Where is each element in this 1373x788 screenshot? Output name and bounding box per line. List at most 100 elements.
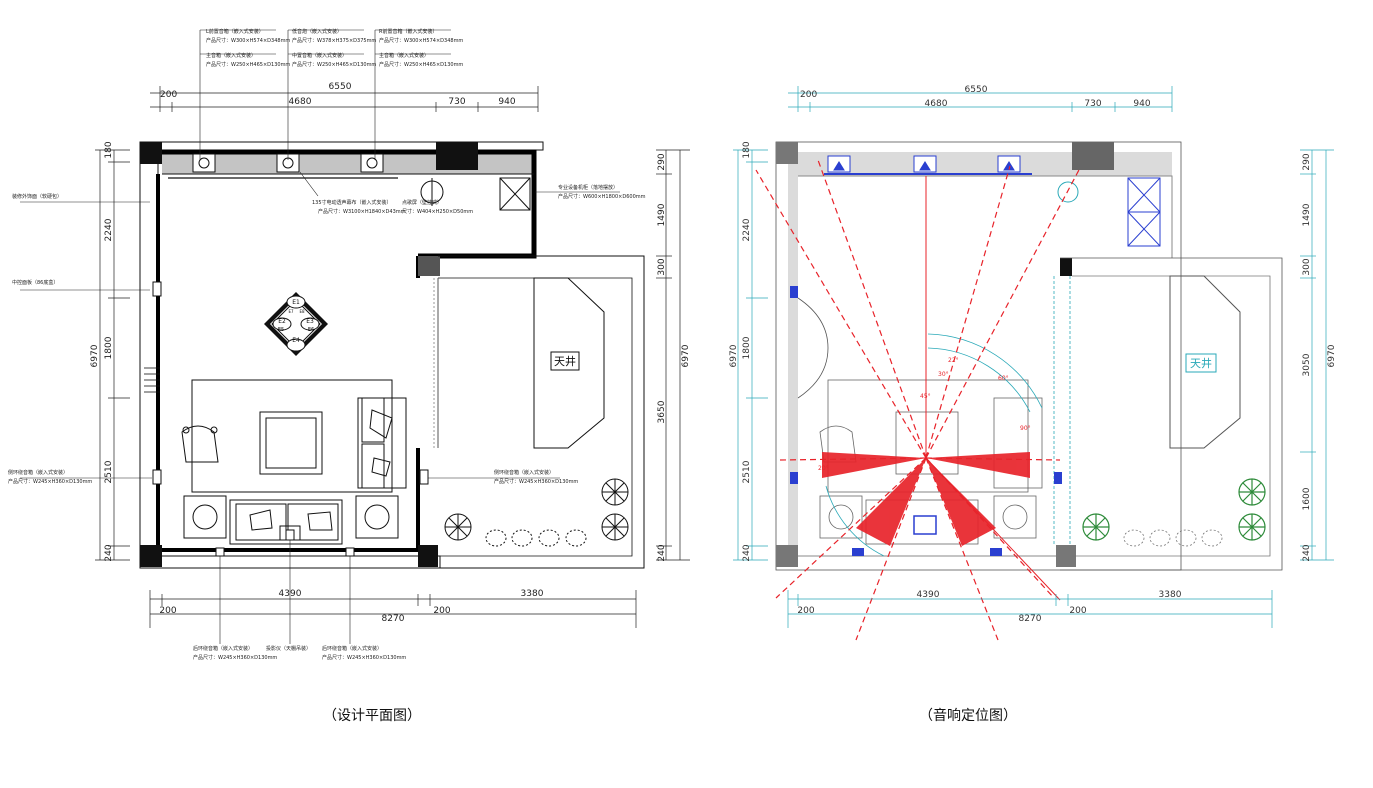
skylight-label: 天井 [554,354,576,368]
outdoor-plants-right [1082,478,1266,541]
angle-label-6: 90° [1020,425,1031,432]
ann-side-r-title: 侧环绕音箱（嵌入式安装） [494,469,554,476]
ann-r-front-size: 产品尺寸：W300×H574×D348mm [379,37,463,44]
ann-cabinet-title: 专业设备机柜（落地摆放） [558,184,618,191]
skylight-label-right: 天井 [1190,356,1212,370]
ann-l-front-size: 产品尺寸：W300×H574×D348mm [206,37,290,44]
ann-screen-size: 产品尺寸：W3100×H1840×D43mm [318,208,406,215]
dim-top-c: 730 [448,97,465,107]
ann-rear-r-size: 产品尺寸：W245×H360×D130mm [322,654,406,661]
ann-screen-title: 135寸电动透声幕布（嵌入式安装） [312,199,392,206]
seat-e5: E5 [278,327,284,333]
speaker-axes [755,159,1081,641]
right-dimensions-right [1300,149,1334,561]
ann-r-front-title: R前置音箱（嵌入式安装） [379,28,437,35]
seat-e2: E2 [278,318,286,325]
top-dimensions [150,86,539,112]
equipment-cabinet-right [1127,177,1161,247]
ann-rear-l-title: 后环绕音箱（嵌入式安装） [193,645,253,652]
touchscreen-symbol-right [1057,181,1079,203]
dim-top-total: 6550 [329,82,352,92]
dim-left-total: 6970 [90,344,100,367]
bottom-dimensions [149,590,637,628]
angle-label-1: 30° [938,371,949,378]
dim-right-c: 300 [657,258,667,275]
ann-side-r-size: 产品尺寸：W245×H360×D130mm [494,478,578,485]
dim-r-right-f: 240 [1302,544,1312,561]
dim-bottom-a: 200 [159,606,176,616]
dim-top-b: 4680 [289,97,312,107]
doors-right [797,297,829,399]
front-speakers-right [824,155,1032,175]
left-door [144,367,160,393]
bottom-dimensions-right [787,590,1273,628]
dim-top-a: 200 [160,90,177,100]
ann-side-l-title: 侧环绕音箱（嵌入式安装） [8,469,68,476]
dim-r-right-e: 1600 [1302,487,1312,510]
angle-label-4: 60° [998,375,1009,382]
ann-r-main-size: 产品尺寸：W250×H465×D130mm [379,61,463,68]
touchscreen-symbol [420,178,444,206]
right-dimensions [656,149,690,561]
caption-speaker-plan: （音响定位图） [919,707,1017,724]
equipment-cabinet [499,177,531,211]
annotation-leaders [20,29,620,644]
ann-touchscreen-size: 尺寸：W404×H250×D50mm [402,208,473,215]
dim-r-left-a: 180 [742,141,752,158]
dim-r-left-d: 2510 [742,460,752,483]
dim-r-bottom-a: 200 [797,606,814,616]
dim-r-top-a: 200 [800,90,817,100]
dim-left-b: 2240 [104,218,114,241]
stepping-stones-right [1123,529,1223,547]
dim-right-b: 1490 [657,203,667,226]
caption-design-plan: （设计平面图） [323,708,421,724]
ann-rear-r-title: 后环绕音箱（嵌入式安装） [322,645,382,652]
design-floor-plan: 6550 200 4680 730 940 [8,28,691,724]
side-wall-items [152,281,429,557]
dim-top-d: 940 [498,97,515,107]
seat-e7: E7 [288,309,294,314]
dim-r-bottom-d: 3380 [1159,590,1182,600]
seat-e6: E6 [308,327,314,333]
surround-speakers-right [790,286,1062,556]
seat-e1: E1 [292,299,300,306]
skylight: 天井 [533,277,605,449]
ann-center-size: 产品尺寸：W250×H465×D130mm [292,61,376,68]
outdoor-plants [444,478,629,547]
dim-r-left-c: 1800 [742,336,752,359]
top-dimensions-right [788,86,1173,112]
listening-arc [825,333,1043,557]
coverage-wedges [822,452,1030,546]
furniture [181,379,407,545]
dim-bottom-c: 200 [433,606,450,616]
ann-sub-title: 低音炮（嵌入式安装） [292,28,342,35]
left-dimensions [95,149,130,561]
room-walls-right [775,141,1283,571]
room-walls [139,141,645,569]
dim-left-a: 180 [104,141,114,158]
dim-right-e: 240 [657,544,667,561]
ann-l-front-title: L前置音箱（嵌入式安装） [206,28,264,35]
ann-l-main-title: 主音箱（嵌入式安装） [206,52,256,59]
dim-r-right-c: 300 [1302,258,1312,275]
dim-r-top-b: 4680 [925,99,948,109]
dim-bottom-d: 3380 [521,589,544,599]
angle-label-5: 20° [818,465,829,472]
skylight-right: 天井 [1169,275,1241,449]
dim-r-right-total: 6970 [1327,344,1337,367]
dim-right-total: 6970 [681,344,691,367]
dim-r-left-e: 240 [742,544,752,561]
dim-r-top-total: 6550 [965,85,988,95]
angle-label-2: 22° [948,357,959,364]
dim-bottom-b: 4390 [279,589,302,599]
dim-left-d: 2510 [104,460,114,483]
dim-r-bottom-b: 4390 [917,590,940,600]
dim-left-c: 1800 [104,336,114,359]
dim-r-top-d: 940 [1133,99,1150,109]
seat-e4: E4 [292,337,300,344]
ann-center-title: 中置音箱（嵌入式安装） [292,52,347,59]
dim-r-top-c: 730 [1084,99,1101,109]
dim-r-right-b: 1490 [1302,203,1312,226]
ann-rear-l-size: 产品尺寸：W245×H360×D130mm [193,654,277,661]
